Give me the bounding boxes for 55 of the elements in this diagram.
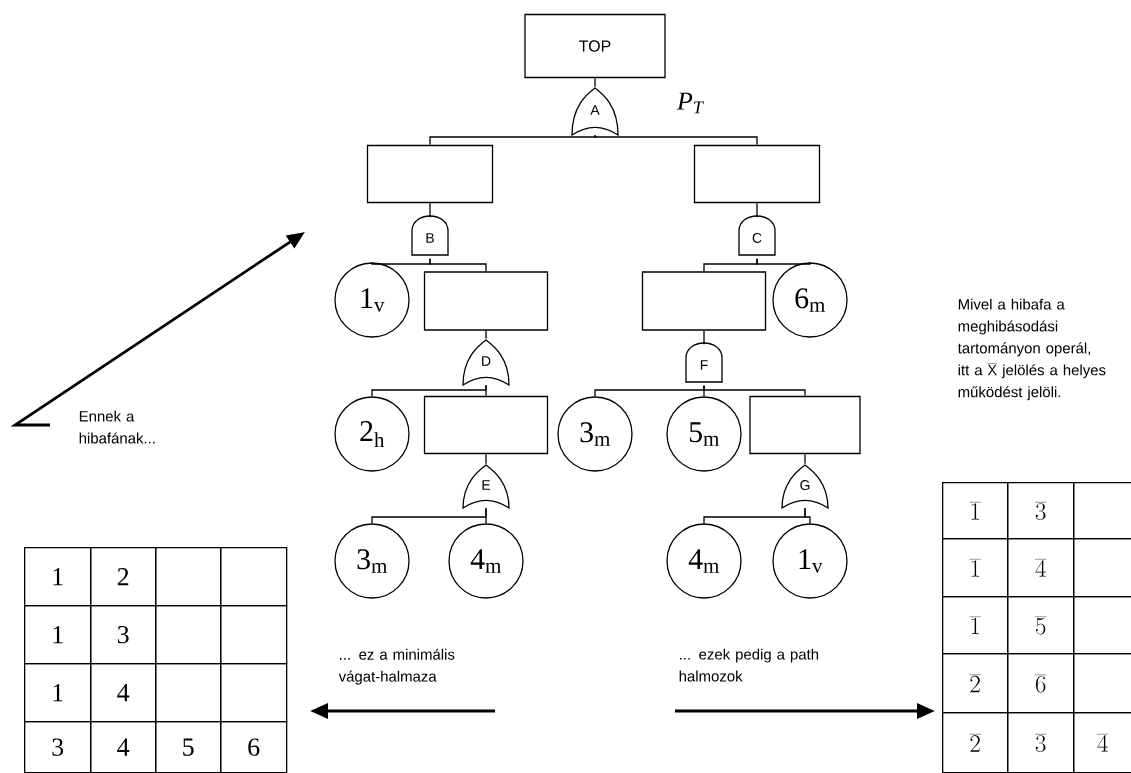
connector-line (756, 258, 811, 265)
table-cell: 3 (90, 605, 157, 665)
connector-line (485, 330, 487, 340)
event-box: TOP (524, 13, 666, 79)
note-text: ... ez a minimális vágat-halmaza (338, 648, 455, 685)
table-cell: $\overline{4}$ (1007, 538, 1075, 598)
connector-line (756, 202, 758, 218)
connector-line (429, 202, 431, 218)
event-box (423, 271, 549, 331)
connector-line (804, 507, 811, 524)
connector-line (703, 330, 705, 345)
table-cell: $\overline{6}$ (1007, 653, 1075, 714)
note-text: ... ezek pedig a path halmozok (679, 648, 819, 682)
connector-line (804, 453, 806, 465)
and-gate: C (738, 215, 776, 256)
or-gate: A (571, 87, 619, 136)
table-cell: $\overline{2}$ (942, 653, 1009, 714)
connector-line (429, 134, 596, 146)
table-cell: 1 (24, 605, 92, 665)
and-gate: B (411, 215, 449, 256)
table-cell: 6 (220, 721, 288, 773)
event-box (366, 144, 494, 204)
connector-line (703, 385, 806, 397)
table-cell: 5 (155, 721, 222, 773)
table-cell: 1 (24, 663, 92, 723)
table-cell: $\overline{1}$ (942, 482, 1009, 540)
table-cell: 1 (24, 547, 92, 607)
connector-line (485, 384, 487, 397)
note-text: Mivel a hibafa a meghibásodási tartományon operál, itt a $\overline{\mathsf{X}}$ jelölés a helyes működést jelöli. (957, 298, 1106, 401)
or-gate: D (462, 339, 510, 386)
connector-line (485, 507, 487, 524)
table-cell: $\overline{2}$ (942, 712, 1009, 773)
table-cell: $\overline{1}$ (942, 596, 1009, 655)
event-box (693, 144, 821, 204)
probability-label: P$_{T}$ (676, 92, 704, 114)
event-box (749, 395, 861, 455)
connector-line (429, 258, 487, 272)
table-cell: $\overline{1}$ (942, 538, 1009, 598)
event-box (641, 271, 767, 331)
table-cell: 4 (90, 663, 157, 723)
event-box (423, 395, 549, 455)
table-cell: $\overline{3}$ (1007, 482, 1075, 540)
table-cell: $\overline{3}$ (1007, 712, 1075, 773)
table-cell: $\overline{4}$ (1073, 712, 1131, 773)
table-cell: 4 (90, 721, 157, 773)
table-cell: 2 (90, 547, 157, 607)
or-gate: G (781, 464, 829, 509)
connector-line (594, 134, 758, 146)
and-gate: F (685, 342, 723, 383)
connector-line (594, 77, 596, 88)
table-cell: $\overline{5}$ (1007, 596, 1075, 655)
connector-line (485, 453, 487, 465)
table-cell: 3 (24, 721, 92, 773)
note-text: Ennek a hibafának... (79, 410, 155, 444)
or-gate: E (462, 464, 510, 509)
